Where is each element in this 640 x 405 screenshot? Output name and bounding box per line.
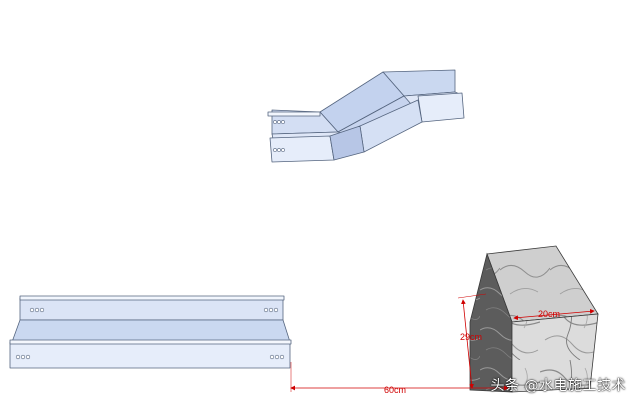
tray-connect-front-wall xyxy=(329,125,365,161)
dim-width-label: 20cm xyxy=(538,309,560,319)
marble-block[interactable] xyxy=(469,245,599,393)
dim-width-line xyxy=(513,308,595,321)
offset-cable-tray[interactable] xyxy=(267,69,465,163)
dim-height-line xyxy=(461,299,474,389)
watermark-text: 头条 @水电施工技术 xyxy=(490,378,626,394)
straight-tray-back-wall xyxy=(19,297,284,321)
straight-tray-back-lip xyxy=(19,295,285,301)
straight-tray-bolt-holes xyxy=(15,307,285,360)
dimension-annotations: 20cm 29cm 60cm xyxy=(290,293,595,395)
tray-bolt-holes xyxy=(273,120,285,152)
straight-tray-front-lip xyxy=(9,339,292,345)
tray-left-back-lip xyxy=(267,111,321,117)
straight-tray-floor xyxy=(11,319,291,343)
straight-cable-tray[interactable] xyxy=(9,295,292,369)
dim-distance-label: 60cm xyxy=(384,385,406,395)
tray-right-front-wall xyxy=(417,92,465,123)
dim-height-label: 29cm xyxy=(460,332,482,342)
straight-tray-front-wall xyxy=(9,341,291,369)
